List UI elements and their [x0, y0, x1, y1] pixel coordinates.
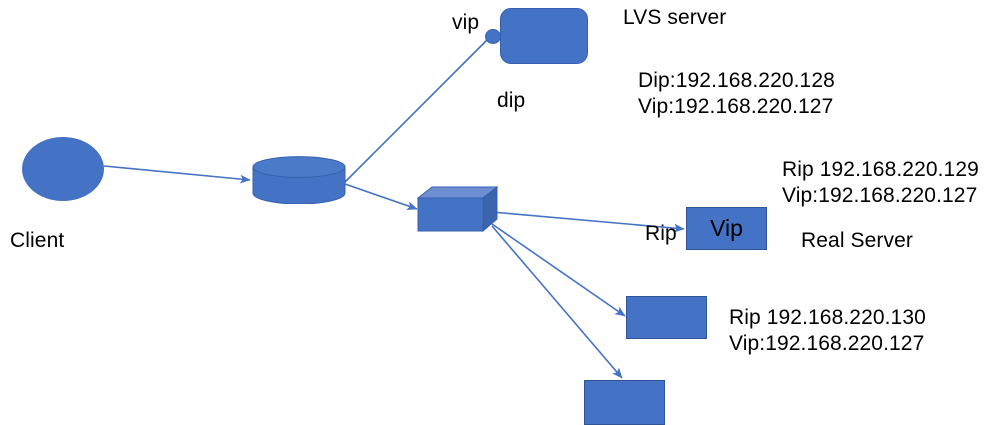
- director-cube-node[interactable]: [416, 185, 499, 233]
- real-server-2-node[interactable]: [626, 296, 707, 339]
- edge-cube-to-real-server-2: [491, 223, 626, 317]
- edge-cube-to-real-server-1: [491, 211, 685, 233]
- client-label: Client: [10, 229, 65, 252]
- lvs-server-node[interactable]: [500, 8, 588, 64]
- edge-router-to-lvs: [344, 39, 488, 183]
- lvs-server-label: LVS server: [623, 6, 727, 29]
- edge-client-to-router: [103, 165, 251, 184]
- cube-icon: [416, 185, 499, 233]
- client-node[interactable]: [22, 137, 104, 201]
- router-node[interactable]: [252, 156, 346, 205]
- real-server-2-ip-annotation: Rip 192.168.220.130 Vip:192.168.220.127: [729, 306, 926, 355]
- edge-cube-to-real-server-3: [491, 225, 623, 379]
- lvs-vip-connector-dot[interactable]: [485, 29, 501, 44]
- vip-label: vip: [452, 11, 480, 34]
- real-server-label: Real Server: [801, 229, 913, 252]
- lvs-ip-annotation: Dip:192.168.220.128 Vip:192.168.220.127: [638, 69, 835, 118]
- real-server-1-label: Vip: [710, 215, 743, 241]
- dip-label: dip: [497, 89, 526, 112]
- cylinder-icon: [252, 156, 346, 205]
- real-server-1-ip-annotation: Rip 192.168.220.129 Vip:192.168.220.127: [782, 158, 979, 207]
- rip-edge-label: Rip: [645, 222, 677, 245]
- edge-router-to-cube: [344, 183, 418, 210]
- real-server-1-node[interactable]: Vip: [686, 207, 767, 250]
- real-server-3-node[interactable]: [584, 380, 665, 425]
